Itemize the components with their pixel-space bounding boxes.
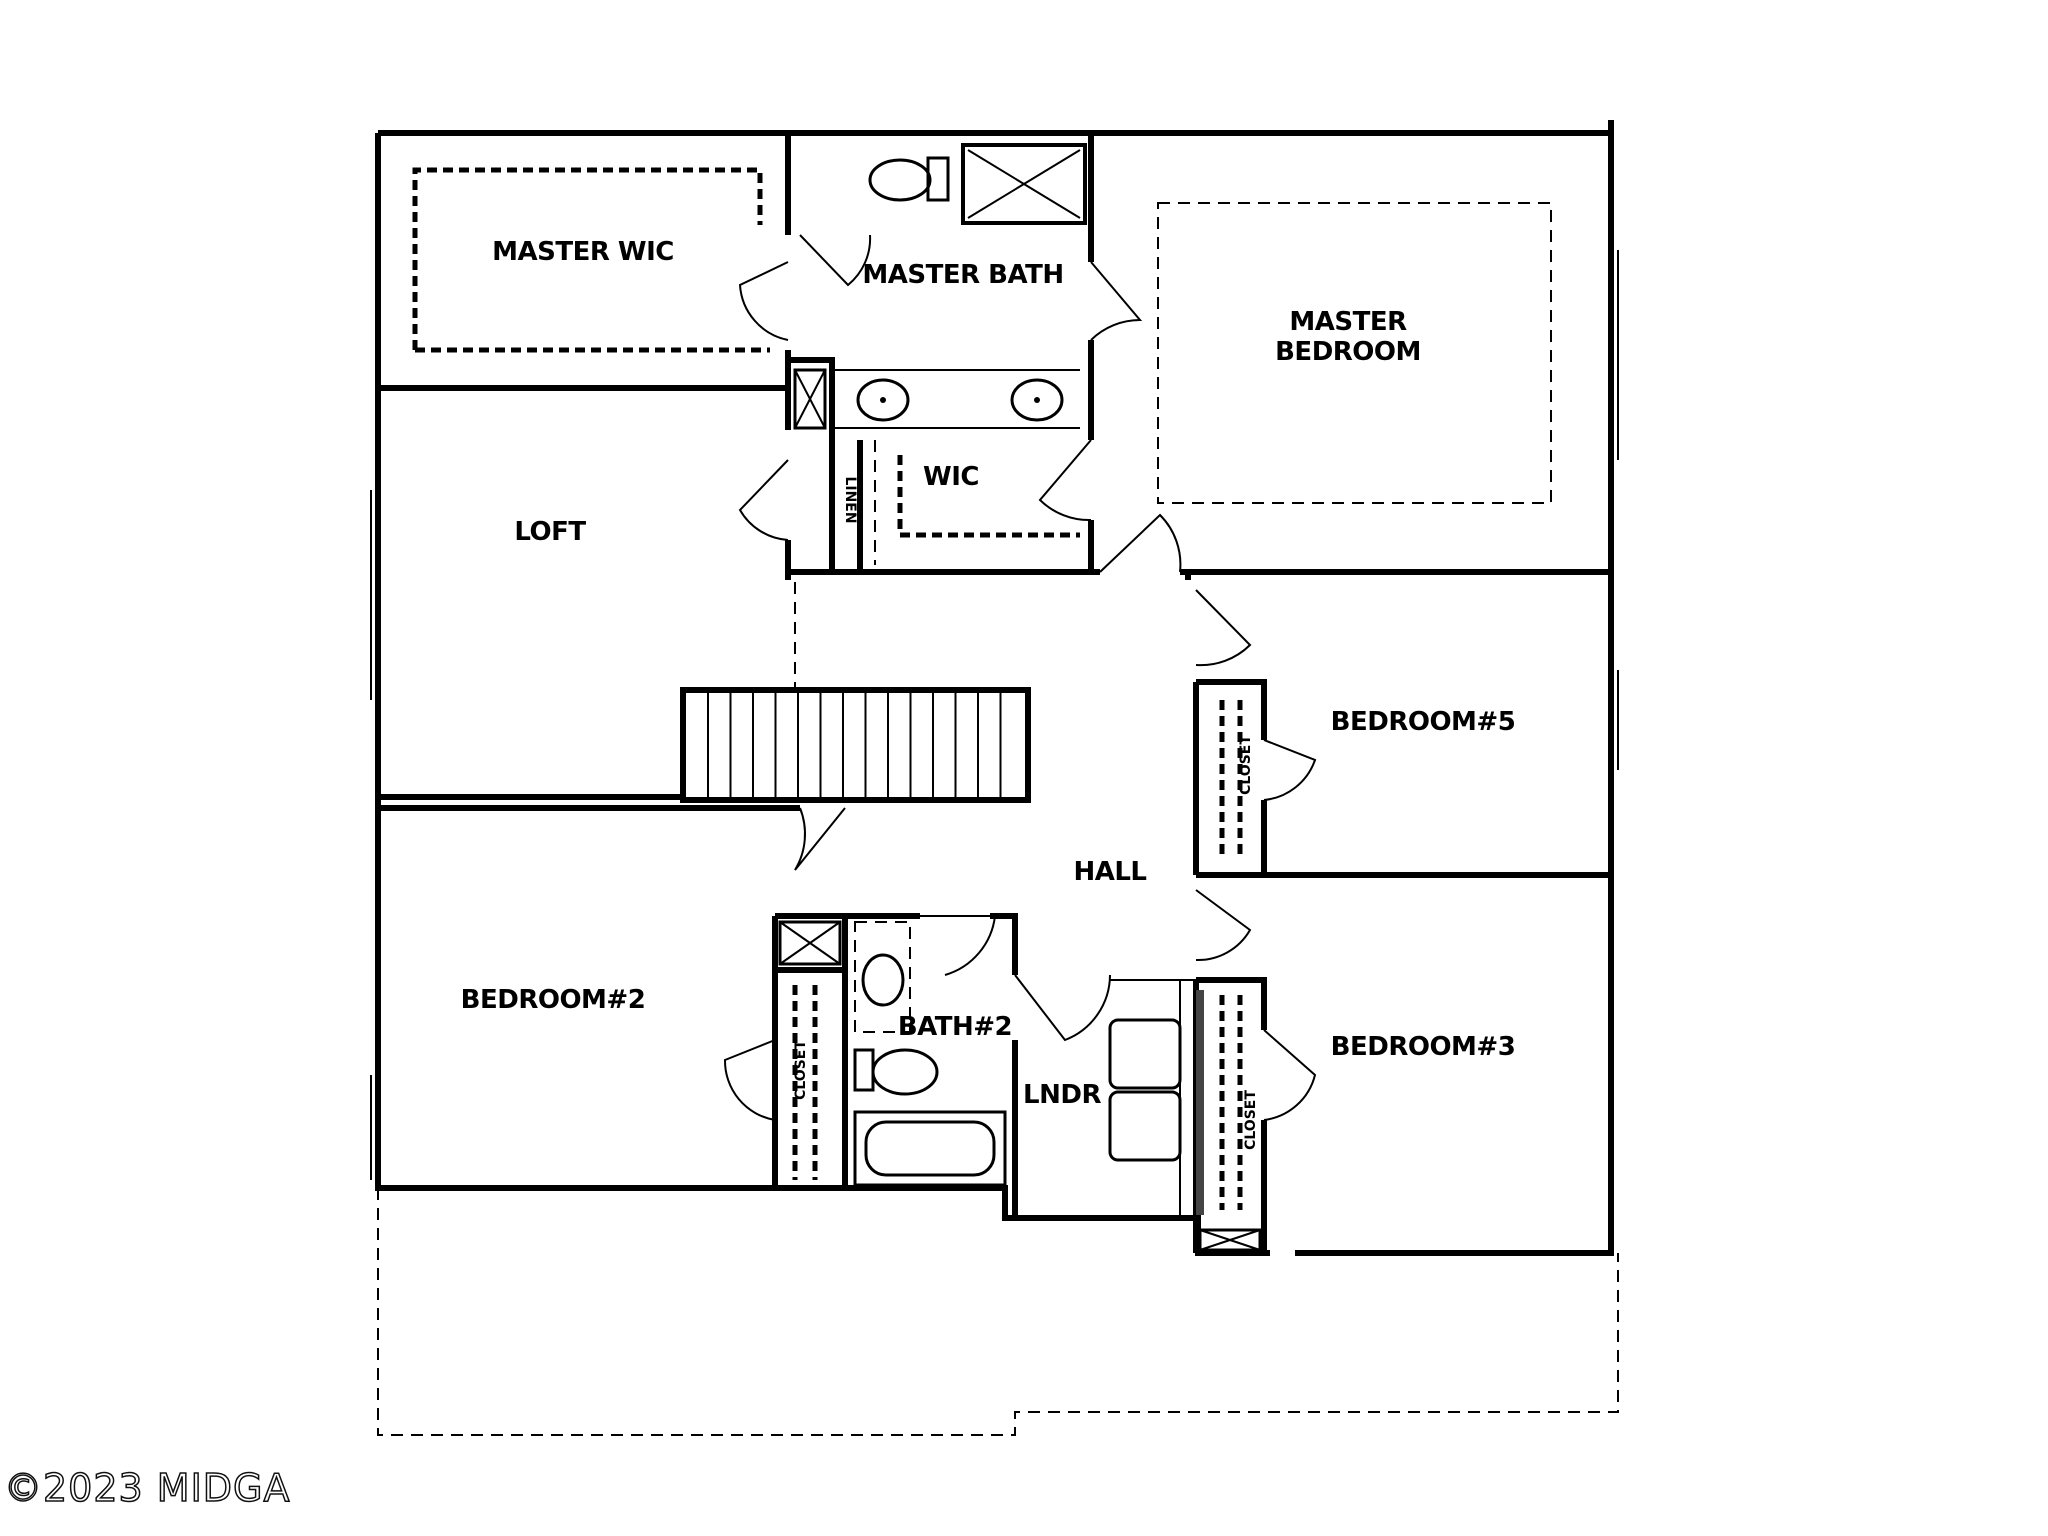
label-master-bedroom-line2: BEDROOM [1275,337,1421,367]
label-closet-bedroom2: CLOSET [793,1040,809,1100]
label-bath-2: BATH#2 [898,1012,1012,1042]
copyright-watermark: ©2023 MIDGA [3,1465,291,1511]
label-loft: LOFT [514,517,586,547]
doors [723,234,1317,1121]
label-master-bedroom-line1: MASTER [1289,307,1407,337]
label-linen: LINEN [842,476,858,523]
room-labels: MASTER WIC MASTER BATH MASTER BEDROOM LO… [461,237,1516,1150]
label-master-bath: MASTER BATH [862,260,1063,290]
dashed-outlines [377,202,1619,1436]
label-closet-bedroom3: CLOSET [1243,1090,1259,1150]
stairs [680,687,1031,803]
label-wic: WIC [923,462,979,492]
label-closet-bedroom5: CLOSET [1238,735,1254,795]
label-hall: HALL [1073,857,1146,887]
fixtures [778,143,1262,1252]
label-master-wic: MASTER WIC [492,237,674,267]
label-bedroom-5: BEDROOM#5 [1331,707,1516,737]
closet-shelving [412,167,1243,1210]
label-bedroom-3: BEDROOM#3 [1331,1032,1516,1062]
label-bedroom-2: BEDROOM#2 [461,985,646,1015]
label-laundry: LNDR [1023,1080,1101,1110]
